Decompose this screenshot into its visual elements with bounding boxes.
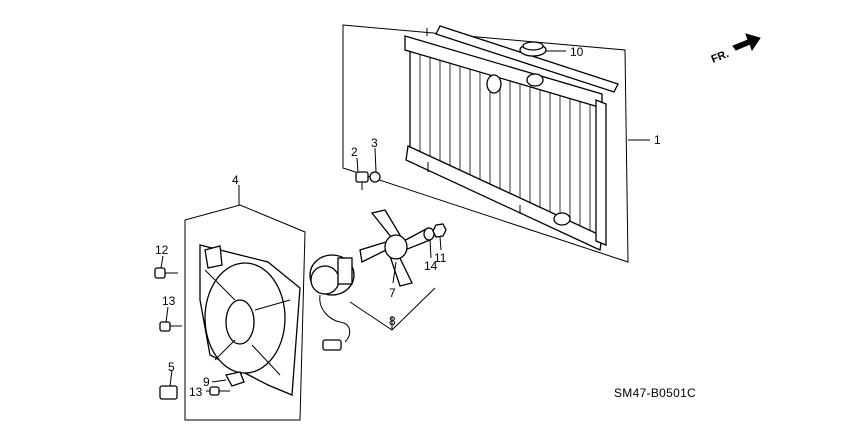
cushion-illustration bbox=[369, 171, 381, 183]
callout-12: 12 bbox=[155, 243, 169, 257]
radiator-illustration bbox=[404, 25, 619, 251]
flange-bolt-middle-illustration bbox=[159, 321, 182, 332]
callout-4: 4 bbox=[232, 173, 239, 187]
bolt-illustration bbox=[355, 171, 369, 190]
leader-lines bbox=[160, 50, 650, 392]
clip-illustration bbox=[159, 385, 178, 400]
callout-3: 3 bbox=[371, 136, 378, 150]
nut-illustration bbox=[432, 223, 447, 238]
fan-motor-illustration bbox=[309, 254, 355, 351]
radiator-cap bbox=[519, 41, 547, 57]
flange-bolt-lower-illustration bbox=[209, 386, 230, 396]
flange-bolt-upper-illustration bbox=[154, 267, 178, 279]
fan-blade-illustration bbox=[359, 209, 431, 287]
callout-14: 14 bbox=[424, 259, 438, 273]
washer-illustration bbox=[423, 227, 435, 241]
callout-5: 5 bbox=[168, 360, 175, 374]
callout-11: 11 bbox=[434, 251, 447, 265]
callout-8: 8 bbox=[389, 314, 396, 328]
callout-1: 1 bbox=[654, 133, 661, 147]
callout-13-lower: 13 bbox=[189, 385, 203, 399]
callout-9: 9 bbox=[203, 375, 210, 389]
bracket-illustration bbox=[225, 371, 245, 387]
callout-13-upper: 13 bbox=[162, 294, 176, 308]
callout-7: 7 bbox=[389, 286, 396, 300]
fan-shroud-group-boundary bbox=[184, 204, 306, 421]
front-direction-indicator: FR. bbox=[710, 33, 761, 66]
diagram-code: SM47-B0501C bbox=[614, 386, 696, 400]
callout-10: 10 bbox=[570, 45, 584, 59]
fan-shroud-illustration bbox=[199, 244, 301, 396]
front-direction-arrow-icon bbox=[732, 33, 761, 52]
front-direction-label: FR. bbox=[710, 48, 731, 66]
callout-2: 2 bbox=[351, 145, 358, 159]
